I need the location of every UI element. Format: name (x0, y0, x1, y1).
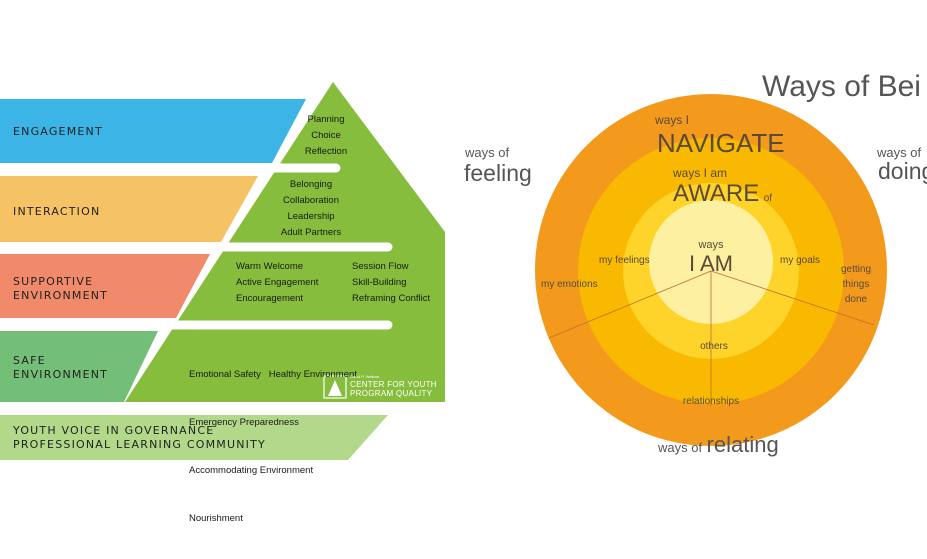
doing-small: ways of (877, 145, 922, 160)
item: Accommodating Environment (189, 465, 314, 476)
items-supportive-left: Warm Welcome Active Engagement Encourage… (236, 259, 318, 307)
item: Session Flow (352, 261, 409, 272)
ring-core (649, 200, 773, 324)
item: Belonging (289, 179, 333, 190)
diagram-shapes (0, 82, 887, 460)
getting: getting (840, 264, 872, 275)
label-supportive-line1: SUPPORTIVE (13, 275, 94, 288)
diagram-stage: ENGAGEMENT INTERACTION SUPPORTIVE ENVIRO… (0, 70, 927, 524)
logo-text: David P. Weikart CENTER FOR YOUTH PROGRA… (350, 374, 437, 398)
label-safe: SAFE ENVIRONMENT (13, 354, 108, 382)
band-bottom (0, 415, 388, 460)
item: Nourishment (189, 513, 243, 524)
item: Adult Partners (280, 227, 342, 238)
core-big: I AM (688, 251, 733, 276)
label-safe-line2: ENVIRONMENT (13, 368, 109, 381)
item: Collaboration (283, 195, 339, 206)
items-interaction: Belonging Collaboration Leadership Adult… (276, 177, 346, 241)
relating-label: ways of relating (658, 432, 779, 458)
band-engagement (0, 99, 306, 163)
label-bottom: YOUTH VOICE IN GOVERNANCE PROFESSIONAL L… (13, 424, 266, 452)
label-supportive: SUPPORTIVE ENVIRONMENT (13, 275, 108, 303)
my-goals: my goals (780, 255, 821, 266)
label-supportive-line2: ENVIRONMENT (13, 289, 109, 302)
item: Reframing Conflict (352, 293, 431, 304)
label-bottom-line2: PROFESSIONAL LEARNING COMMUNITY (13, 438, 266, 451)
done: done (844, 294, 868, 305)
item: Active Engagement (236, 277, 319, 288)
label-safe-line1: SAFE (13, 354, 46, 367)
item: Emergency Preparedness (189, 417, 299, 428)
logo-mark (323, 375, 347, 399)
feeling-small: ways of (465, 145, 510, 160)
label-engagement: ENGAGEMENT (13, 125, 103, 138)
things: things (842, 279, 870, 290)
relating-big: relating (706, 432, 779, 457)
navigate-big: NAVIGATE (657, 128, 785, 158)
items-supportive-right: Session Flow Skill-Building Reframing Co… (352, 259, 430, 307)
band-interaction (0, 176, 258, 242)
relationships: relationships (682, 396, 740, 407)
logo-line2: PROGRAM QUALITY (350, 389, 433, 398)
core-small: ways (698, 239, 724, 251)
circle-title: Ways of Bei (762, 70, 921, 103)
item: Skill-Building (352, 277, 407, 288)
logo-small: David P. Weikart (350, 374, 380, 379)
aware-word: AWARE (673, 180, 760, 207)
label-bottom-line1: YOUTH VOICE IN GOVERNANCE (13, 424, 215, 437)
getting-things-done: getting things done (831, 262, 881, 307)
item: Encouragement (236, 293, 304, 304)
item: Warm Welcome (236, 261, 304, 272)
relating-small: ways of (658, 440, 703, 455)
label-interaction: INTERACTION (13, 205, 101, 218)
items-engagement: Planning Choice Reflection (296, 112, 356, 160)
divider-lines (548, 270, 875, 406)
my-feelings: my feelings (599, 255, 650, 266)
aware-small: ways I am (673, 166, 728, 180)
item: Leadership (287, 211, 335, 222)
my-emotions: my emotions (541, 279, 598, 290)
others: others (700, 341, 728, 352)
doing-big: doing (878, 158, 927, 184)
aware-of: of (763, 193, 773, 204)
item: Reflection (304, 146, 348, 157)
item: Emotional Safety Healthy Environment (189, 369, 357, 380)
aware-big: AWARE of (673, 180, 772, 208)
item: Planning (307, 114, 345, 125)
band-supportive (0, 254, 210, 318)
feeling-big: feeling (464, 160, 532, 186)
navigate-small: ways I (655, 113, 690, 127)
logo-line1: CENTER FOR YOUTH (350, 380, 437, 389)
item: Choice (311, 130, 341, 141)
band-safe (0, 331, 158, 402)
